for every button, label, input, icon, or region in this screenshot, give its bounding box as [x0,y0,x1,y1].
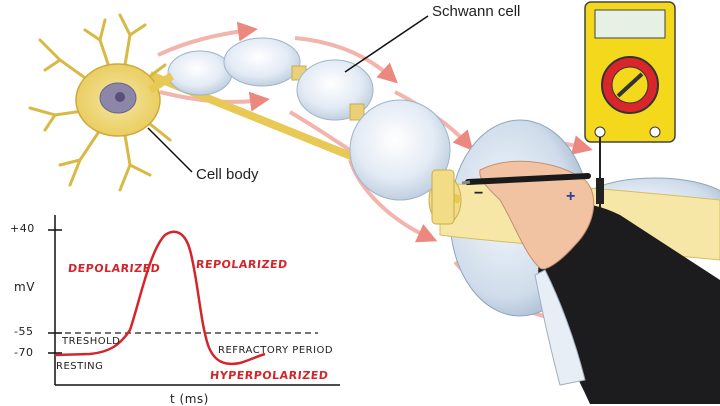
repolarized-label: REPOLARIZED [195,258,289,271]
schwann-cell-label: Schwann cell [432,3,521,20]
y-tick-plus40: +40 [10,222,35,235]
pen-hand-icon [461,160,720,404]
action-potential-graph [48,215,340,386]
schwann-leader-line [344,15,429,73]
threshold-label: TRESHOLD [62,336,121,347]
minus-sign: − [474,185,484,202]
hyperpolarized-label: HYPERPOLARIZED [209,369,330,382]
resting-label: RESTING [56,361,104,372]
cell-body-leader-line [147,127,193,173]
depolarized-label: DEPOLARIZED [67,262,161,275]
y-tick-minus55: -55 [14,325,34,338]
y-tick-minus70: -70 [14,346,34,359]
action-potential-trace [54,230,266,366]
y-axis-label: mV [14,280,35,294]
neuron-cell-body [28,13,172,192]
x-axis-label: t (ms) [170,392,209,406]
refractory-period-label: REFRACTORY PERIOD [218,345,334,356]
myelin-sheath [148,37,462,225]
plus-sign: + [566,188,576,205]
voltmeter-icon [584,1,676,215]
cell-body-label: Cell body [196,166,259,183]
